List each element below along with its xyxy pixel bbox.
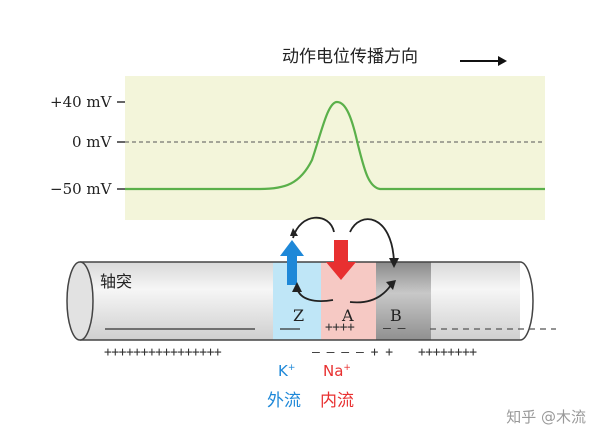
k-outflow-arrow-icon xyxy=(287,255,297,285)
propagation-direction-label: 动作电位传播方向 xyxy=(282,47,418,67)
outer-charges-left: ++++++++++++++++ xyxy=(104,345,222,360)
current-loop-top-left xyxy=(292,216,335,239)
k-outflow-label: 外流 xyxy=(267,391,301,411)
y-label-plus40: +40 mV xyxy=(50,93,112,111)
y-label-zero: 0 mV xyxy=(72,133,112,151)
y-label-minus50: −50 mV xyxy=(50,180,112,198)
axon-left-end xyxy=(66,261,94,341)
membrane-potential-curve xyxy=(125,100,545,191)
current-loop-top-right xyxy=(349,218,395,263)
propagation-arrow-icon xyxy=(460,56,507,66)
inner-charges-a: ++++ xyxy=(325,320,355,335)
k-ion-label: K+ xyxy=(278,362,296,380)
outer-charges-right: ++++++++ xyxy=(418,345,477,360)
axon-label: 轴突 xyxy=(100,272,133,291)
axon-right-end xyxy=(519,261,534,341)
action-potential-plot xyxy=(125,76,545,220)
segment-label-b: B xyxy=(390,306,402,325)
outer-charges-middle: – – – – + + xyxy=(312,345,393,360)
na-inflow-label: 内流 xyxy=(320,391,354,411)
watermark: 知乎 @木流 xyxy=(506,408,586,426)
inner-charges-b: – – xyxy=(383,321,405,336)
segment-label-z: Z xyxy=(293,306,305,325)
zone-b xyxy=(376,262,431,340)
current-loop-bottom-right xyxy=(349,284,392,304)
na-inflow-arrow-icon xyxy=(334,240,348,266)
na-ion-label: Na+ xyxy=(323,362,351,380)
segment-label-a: A xyxy=(342,306,354,325)
